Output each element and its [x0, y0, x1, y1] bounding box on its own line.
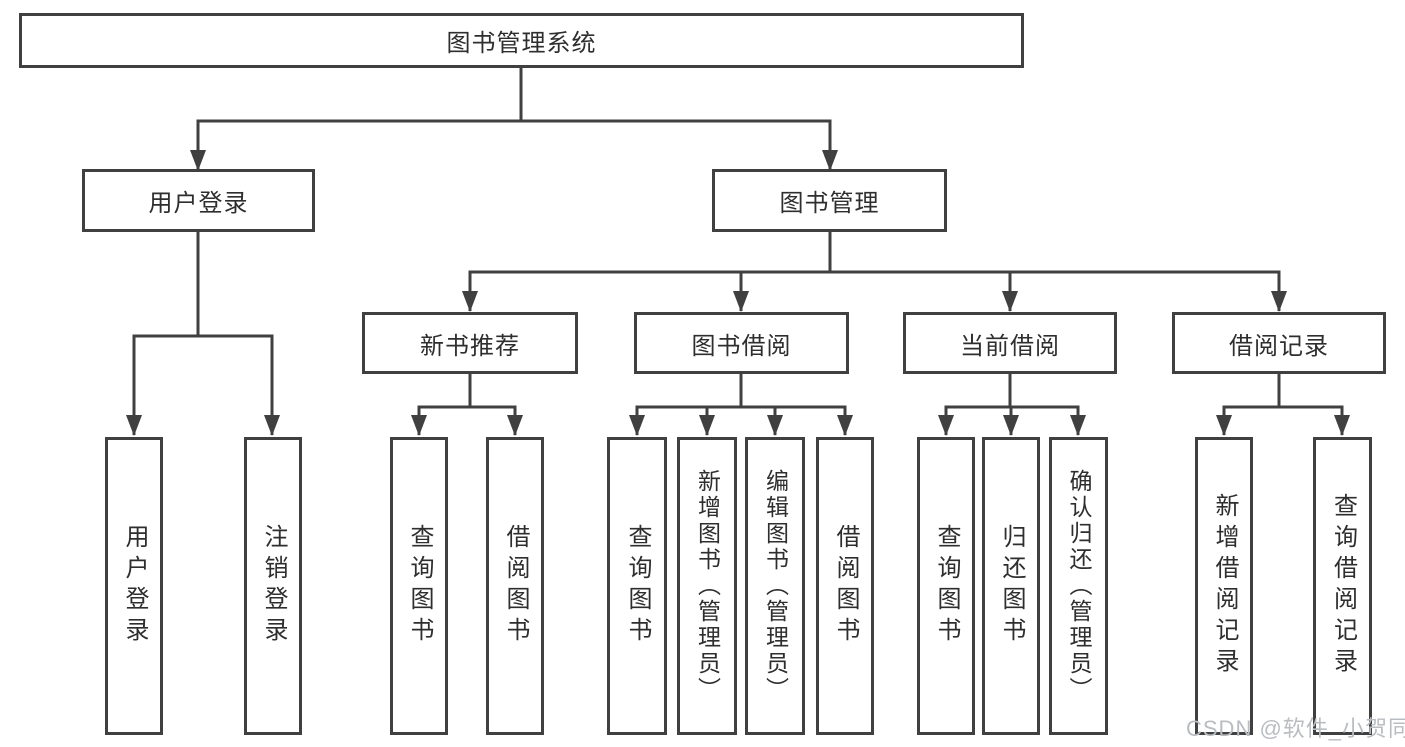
leaf-logout-label: 注销登录 [260, 524, 287, 648]
node-new-book-recommendation-label: 新书推荐 [420, 332, 520, 360]
leaf-query-books-recommend-label: 查询图书 [406, 524, 433, 648]
leaf-user-login-label: 用户登录 [121, 524, 148, 648]
node-root-library-system: 图书管理系统 [19, 13, 1024, 68]
leaf-query-books-borrowing-label: 查询图书 [624, 524, 651, 648]
leaf-query-books-current-label: 查询图书 [933, 524, 960, 648]
node-book-management-label: 图书管理 [779, 190, 880, 217]
leaf-edit-books-admin: 编辑图书（管理员） [745, 437, 805, 735]
node-new-book-recommendation: 新书推荐 [362, 312, 578, 374]
node-current-borrowing-label: 当前借阅 [960, 332, 1060, 360]
arrowheads [126, 150, 1350, 436]
leaf-add-books-admin: 新增图书（管理员） [677, 437, 737, 735]
leaf-borrow-books-recommend-label: 借阅图书 [502, 524, 529, 648]
leaf-query-borrow-record: 查询借阅记录 [1313, 437, 1372, 735]
leaf-add-borrow-record: 新增借阅记录 [1195, 437, 1253, 735]
node-book-borrowing-label: 图书借阅 [691, 332, 792, 360]
node-book-management: 图书管理 [712, 169, 947, 232]
leaf-query-books-recommend: 查询图书 [390, 437, 448, 735]
leaf-query-books-borrowing: 查询图书 [607, 437, 667, 735]
leaf-confirm-return-admin-label: 确认归还（管理员） [1066, 469, 1092, 703]
leaf-logout: 注销登录 [244, 437, 302, 735]
node-current-borrowing: 当前借阅 [903, 312, 1117, 374]
leaf-return-books-label: 归还图书 [998, 524, 1025, 648]
node-root-label: 图书管理系统 [446, 30, 597, 57]
leaf-borrow-books: 借阅图书 [816, 437, 874, 735]
leaf-query-books-current: 查询图书 [917, 437, 975, 735]
leaf-return-books: 归还图书 [982, 437, 1040, 735]
leaf-user-login: 用户登录 [105, 437, 163, 735]
node-borrowing-records-label: 借阅记录 [1229, 332, 1329, 360]
node-user-login-label: 用户登录 [148, 190, 249, 217]
node-book-borrowing: 图书借阅 [634, 312, 849, 374]
node-user-login: 用户登录 [82, 169, 315, 232]
leaf-borrow-books-recommend: 借阅图书 [486, 437, 544, 735]
leaf-confirm-return-admin: 确认归还（管理员） [1049, 437, 1108, 735]
node-borrowing-records: 借阅记录 [1172, 312, 1386, 374]
leaf-add-books-admin-label: 新增图书（管理员） [694, 469, 721, 703]
leaf-edit-books-admin-label: 编辑图书（管理员） [762, 469, 789, 703]
leaf-query-borrow-record-label: 查询借阅记录 [1329, 493, 1357, 679]
csdn-watermark: CSDN @软件_小贺同学 [1186, 716, 1405, 741]
leaf-add-borrow-record-label: 新增借阅记录 [1211, 493, 1238, 679]
leaf-borrow-books-label: 借阅图书 [832, 524, 859, 648]
